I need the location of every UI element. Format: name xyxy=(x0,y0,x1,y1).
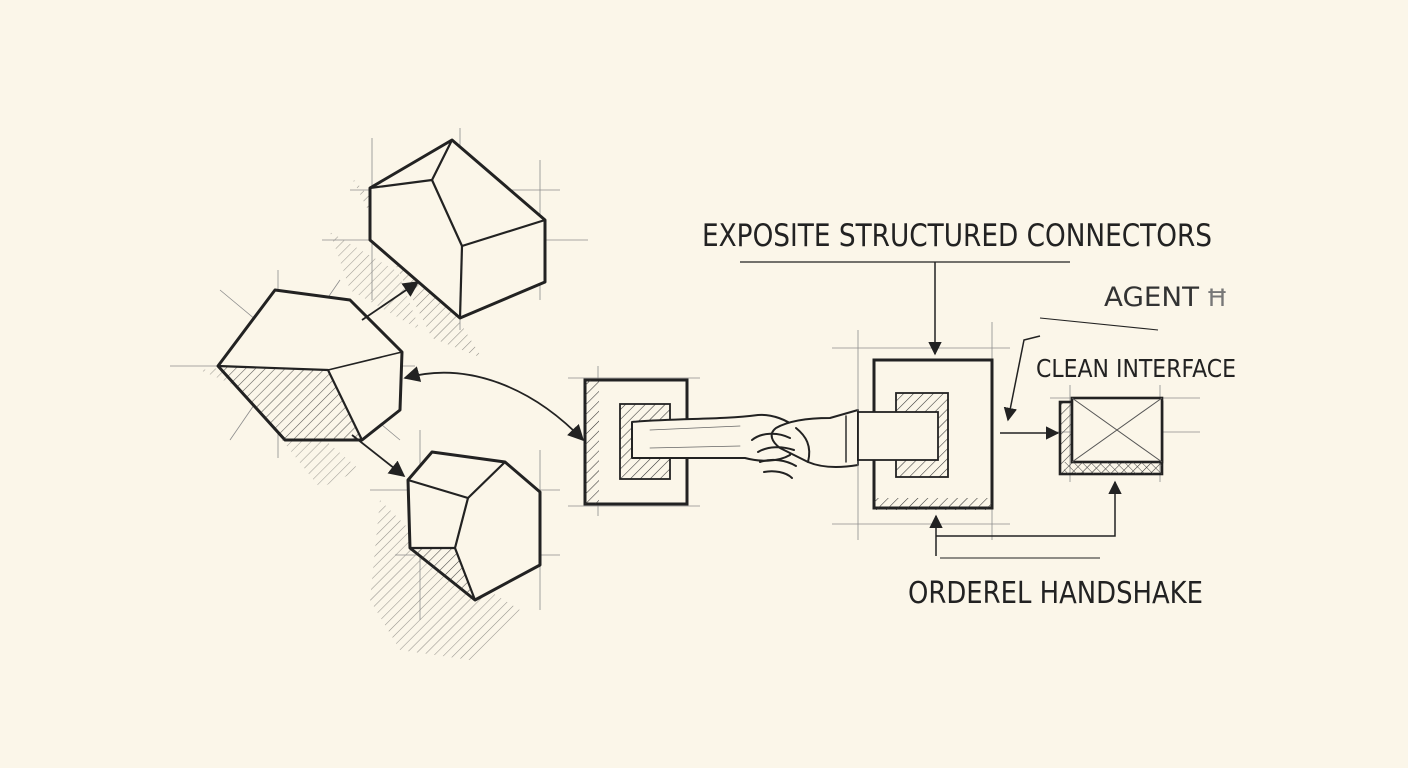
hexagon-block xyxy=(170,270,415,488)
annotation-lines xyxy=(740,261,1159,559)
handshake-icon xyxy=(631,409,859,479)
clean-interface-label: CLEAN INTERFACE xyxy=(1036,354,1236,383)
cluster-arrows xyxy=(351,281,585,478)
agent-box-icon xyxy=(1050,385,1200,482)
pentagonal-prism-block xyxy=(370,430,560,660)
handshake-label: ORDEREL HANDSHAKE xyxy=(908,576,1203,611)
agent-mark: Ħ xyxy=(1206,284,1228,312)
agent-label: AGENT xyxy=(1104,282,1200,313)
title-label: EXPOSITE STRUCTURED CONNECTORS xyxy=(702,218,1212,254)
hexagonal-prism-block xyxy=(322,128,588,358)
connector-frame xyxy=(832,322,1010,540)
